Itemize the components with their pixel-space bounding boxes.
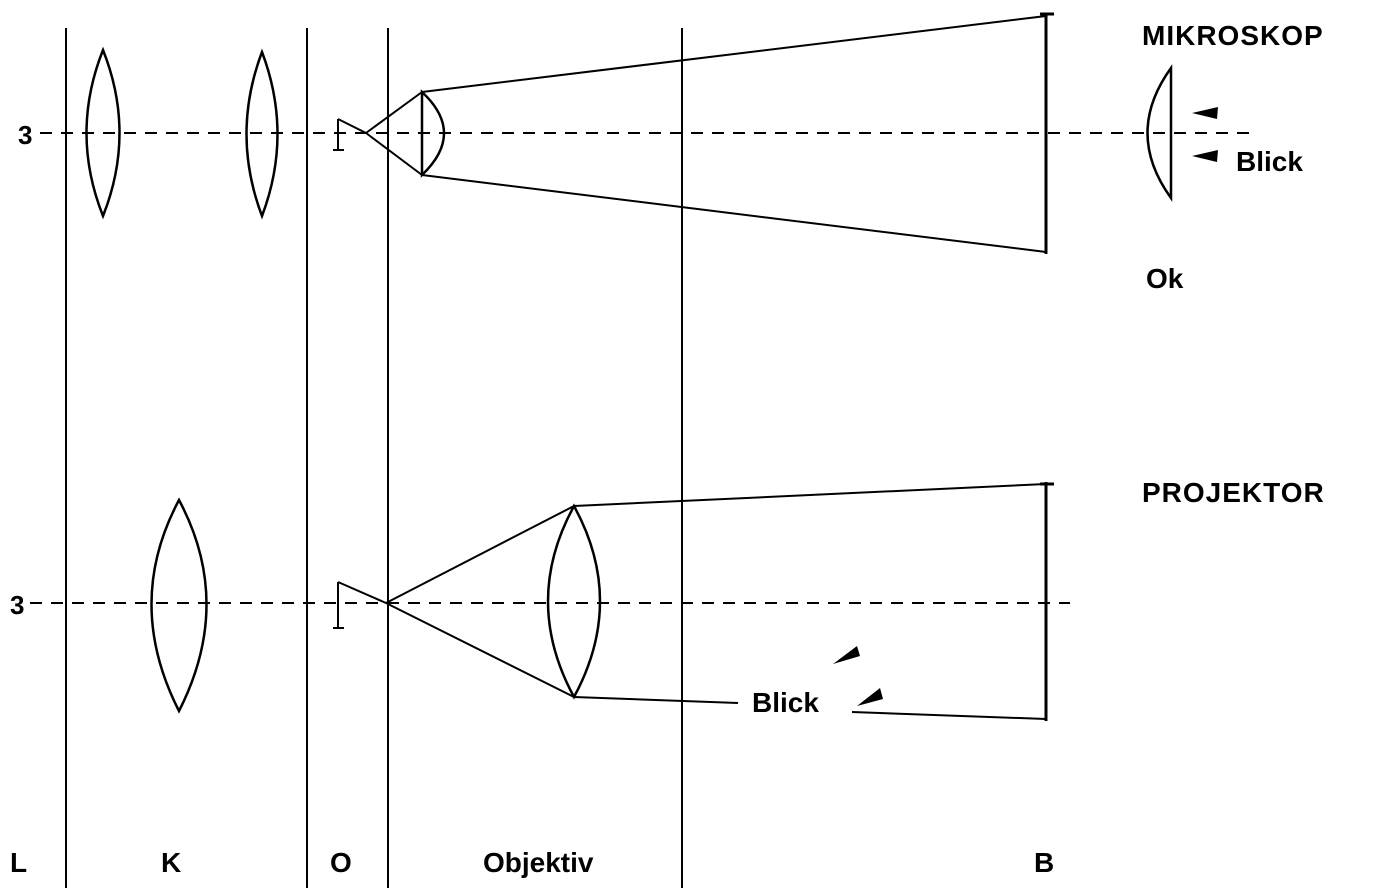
projector-rays <box>385 483 1047 720</box>
eyepiece-label: Ok <box>1146 263 1184 294</box>
projector-gaze-arrow-upper <box>833 646 860 664</box>
microscope-eyepiece-lens <box>1146 64 1173 202</box>
projector-objective-lens <box>546 503 602 700</box>
microscope-rays <box>365 15 1047 253</box>
column-labels: L K O Objektiv B <box>10 847 1054 878</box>
microscope-condenser-lens-2 <box>245 48 279 220</box>
projector-gaze-label: Blick <box>752 687 819 718</box>
microscope-title: MIKROSKOP <box>1142 20 1324 51</box>
projector-section: PROJEKTOR 3 Blick <box>10 477 1325 721</box>
projector-condenser-lens <box>150 497 208 714</box>
projector-screen <box>1040 482 1054 721</box>
column-label-lamp: L <box>10 847 27 878</box>
column-label-object: O <box>330 847 352 878</box>
microscope-lamp-glyph: 3 <box>18 120 32 150</box>
projector-title: PROJEKTOR <box>1142 477 1325 508</box>
column-label-objective: Objektiv <box>483 847 594 878</box>
column-label-condenser: K <box>161 847 181 878</box>
column-dividers <box>65 28 683 888</box>
microscope-gaze-arrow-upper <box>1192 107 1218 119</box>
projector-lamp-glyph: 3 <box>10 590 24 620</box>
projector-gaze-arrow-lower <box>857 688 883 706</box>
microscope-section: MIKROSKOP 3 Ok B <box>18 12 1324 294</box>
microscope-condenser-lens-1 <box>85 46 121 220</box>
microscope-image-plane <box>1040 12 1054 254</box>
microscope-gaze-label: Blick <box>1236 146 1303 177</box>
microscope-gaze-arrow-lower <box>1192 150 1218 162</box>
column-label-image: B <box>1034 847 1054 878</box>
projector-object-marker <box>333 581 387 629</box>
microscope-object-marker <box>333 118 367 151</box>
microscope-objective-lens <box>420 89 446 178</box>
